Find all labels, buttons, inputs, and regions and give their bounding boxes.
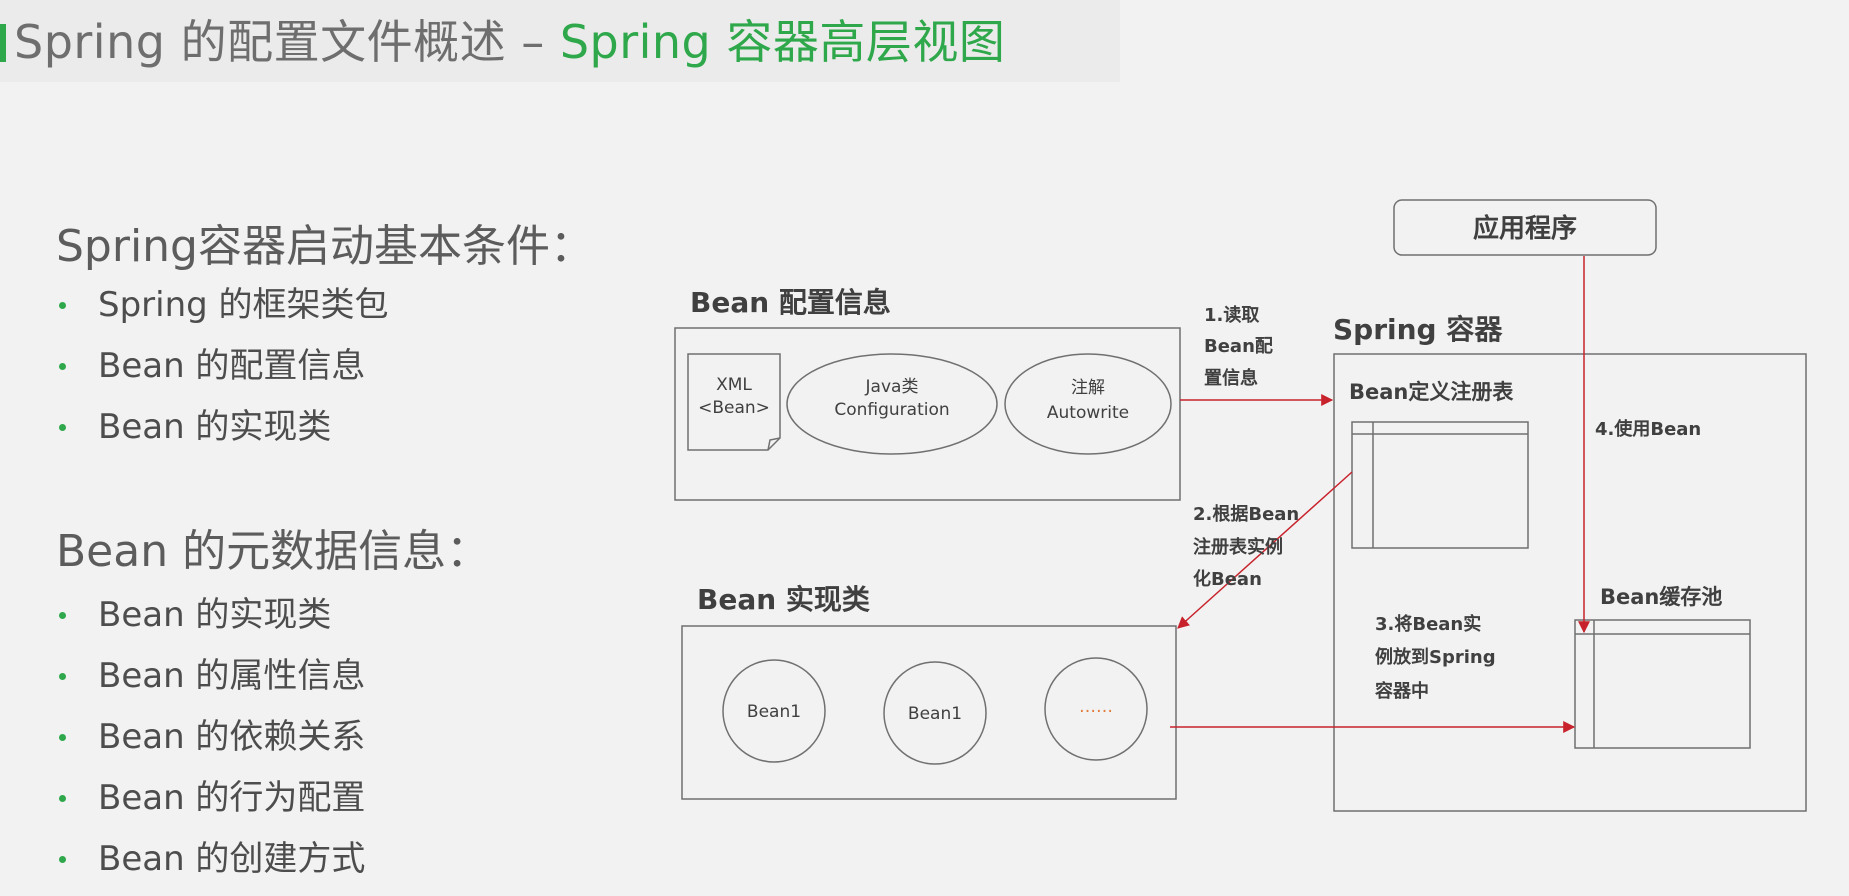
spring-container-box — [1333, 353, 1807, 812]
bean-more-label: …… — [1079, 697, 1113, 717]
arrow-instantiate-bean — [1177, 471, 1353, 629]
step2-label: 2.根据Bean 注册表实例 化Bean — [1193, 503, 1306, 590]
list-item: Bean 的实现类 — [56, 402, 389, 463]
slide-title: Spring 的配置文件概述 – Spring 容器高层视图 — [14, 6, 1005, 72]
step4-label: 4.使用Bean — [1595, 419, 1701, 440]
list-item: Spring 的框架类包 — [56, 280, 389, 341]
step3-line3: 容器中 — [1375, 680, 1429, 702]
registry-table — [1351, 421, 1529, 549]
bean-label-1: Bean1 — [747, 702, 801, 722]
list-item: Bean 的属性信息 — [56, 651, 365, 712]
list-item: Bean 的创建方式 — [56, 834, 365, 895]
registry-title: Bean定义注册表 — [1349, 380, 1514, 404]
step1-line1: 1.读取 — [1204, 304, 1260, 326]
container-title: Spring 容器 — [1333, 313, 1503, 346]
xml-label: XML — [716, 375, 752, 395]
step1-line2: Bean配 — [1204, 336, 1273, 357]
step3-label: 3.将Bean实 例放到Spring 容器中 — [1375, 613, 1502, 702]
title-accent-bar — [0, 24, 6, 62]
bean-cache-table — [1574, 619, 1751, 749]
xml-document-icon — [687, 353, 781, 451]
step2-line2: 注册表实例 — [1193, 536, 1283, 558]
autowrite-label: Autowrite — [1047, 403, 1129, 423]
bean-circle-1 — [722, 659, 826, 763]
configuration-label: Configuration — [834, 400, 949, 420]
list-item: Bean 的行为配置 — [56, 773, 365, 834]
application-label: 应用程序 — [1473, 213, 1577, 244]
startup-conditions-list: Spring 的框架类包 Bean 的配置信息 Bean 的实现类 — [56, 280, 389, 463]
section-heading-startup: Spring容器启动基本条件： — [56, 221, 594, 272]
step1-label: 1.读取 Bean配 置信息 — [1204, 304, 1279, 389]
step1-line3: 置信息 — [1204, 367, 1258, 389]
title-main: Spring 的配置文件概述 – — [14, 15, 560, 69]
step2-line3: 化Bean — [1193, 568, 1262, 590]
section-heading-metadata: Bean 的元数据信息： — [56, 526, 491, 577]
list-item: Bean 的实现类 — [56, 590, 365, 651]
bean-circle-2 — [883, 661, 987, 765]
cache-title: Bean缓存池 — [1600, 585, 1722, 609]
java-config-ellipse — [786, 353, 998, 455]
config-info-title: Bean 配置信息 — [690, 286, 891, 319]
annotation-label: 注解 — [1071, 378, 1105, 398]
bean-label-2: Bean1 — [908, 704, 962, 724]
step3-line1: 3.将Bean实 — [1375, 613, 1481, 635]
impl-class-box — [681, 625, 1177, 800]
config-info-box — [674, 327, 1181, 501]
metadata-list: Bean 的实现类 Bean 的属性信息 Bean 的依赖关系 Bean 的行为… — [56, 590, 365, 895]
list-item: Bean 的依赖关系 — [56, 712, 365, 773]
step2-line1: 2.根据Bean — [1193, 503, 1299, 525]
title-bar: Spring 的配置文件概述 – Spring 容器高层视图 — [0, 0, 1120, 82]
bean-circle-more — [1044, 657, 1148, 761]
application-box — [1393, 199, 1657, 256]
title-accent: Spring 容器高层视图 — [559, 15, 1006, 69]
java-label: Java类 — [865, 377, 919, 397]
impl-class-title: Bean 实现类 — [697, 583, 870, 616]
xml-bean-label: <Bean> — [698, 398, 770, 418]
list-item: Bean 的配置信息 — [56, 341, 389, 402]
step3-line2: 例放到Spring — [1375, 646, 1496, 668]
annotation-ellipse — [1004, 353, 1172, 455]
